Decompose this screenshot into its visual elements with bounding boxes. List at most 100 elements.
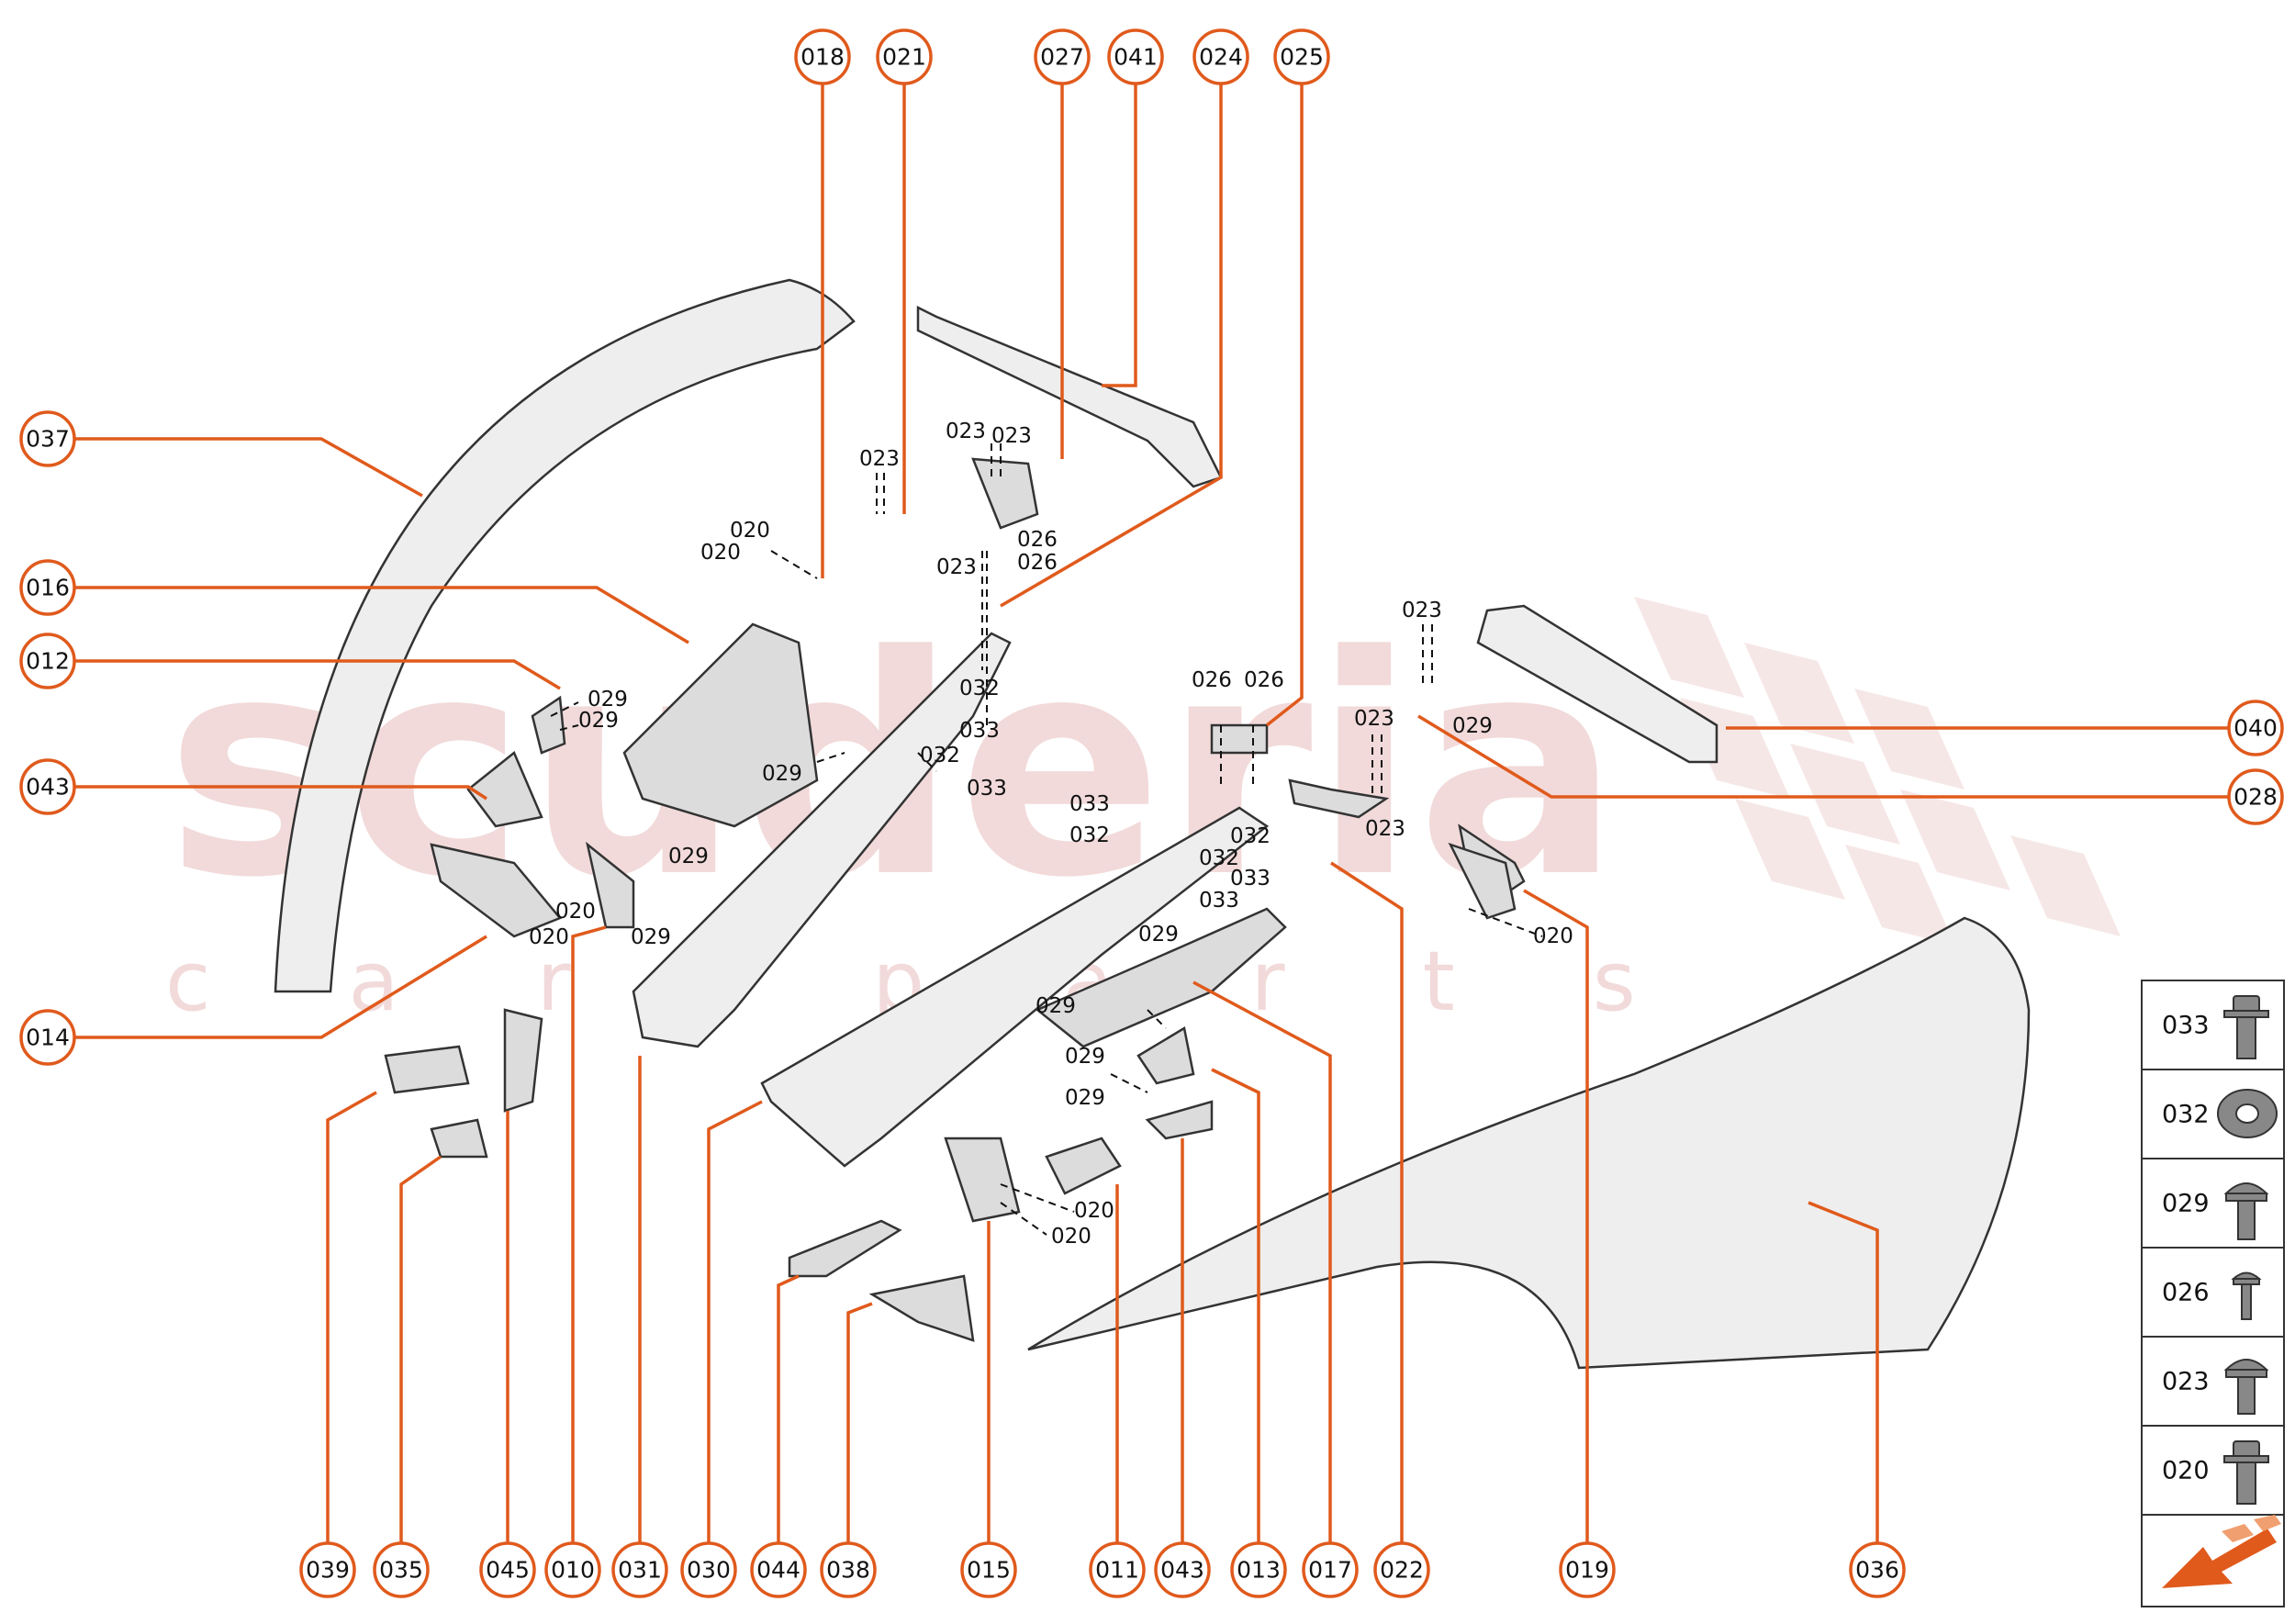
svg-text:028: 028 [2233, 784, 2278, 811]
callout-bottom-045[interactable]: 045 [479, 1541, 536, 1598]
svg-text:013: 013 [1237, 1557, 1281, 1584]
bracket-039-part [384, 1045, 470, 1094]
checkered-flag-watermark [1634, 597, 2121, 946]
sub-label: 033 [1069, 792, 1110, 816]
sub-label: 020 [1051, 1225, 1092, 1249]
lower-arm-part [1035, 907, 1287, 1048]
sub-label: 032 [959, 677, 1000, 700]
screw-icon [2223, 1359, 2269, 1415]
bracket-017-part [1136, 1026, 1195, 1085]
callout-bottom-036[interactable]: 036 [1849, 1541, 1906, 1598]
svg-text:024: 024 [1199, 44, 1243, 71]
orange-direction-arrow-icon[interactable] [2162, 1515, 2281, 1588]
callout-bottom-015[interactable]: 015 [960, 1541, 1017, 1598]
sub-label: 023 [1402, 599, 1442, 622]
sub-label: 023 [1354, 707, 1394, 731]
sub-label: 023 [946, 420, 986, 443]
small-bracket-a [971, 457, 1039, 530]
callout-left-016[interactable]: 016 [19, 559, 76, 616]
callout-bottom-019[interactable]: 019 [1559, 1541, 1616, 1598]
bracket-043-part [466, 750, 543, 828]
bracket-015-part [944, 1137, 1021, 1223]
callout-top-018[interactable]: 018 [794, 28, 851, 85]
callout-bottom-022[interactable]: 022 [1373, 1541, 1430, 1598]
legend-code: 023 [2162, 1368, 2210, 1396]
sub-label: 026 [1192, 668, 1232, 692]
svg-text:015: 015 [967, 1557, 1011, 1584]
svg-text:037: 037 [26, 426, 70, 453]
sub-label: 029 [1065, 1086, 1105, 1110]
sub-label: 020 [1533, 924, 1573, 948]
callout-bottom-038[interactable]: 038 [820, 1541, 877, 1598]
sub-label: 029 [1452, 714, 1493, 738]
sub-label: 023 [991, 424, 1032, 448]
center-rail-part [760, 806, 1270, 1168]
svg-text:025: 025 [1280, 44, 1324, 71]
callout-left-037[interactable]: 037 [19, 410, 76, 467]
callout-bottom-039[interactable]: 039 [299, 1541, 356, 1598]
sub-label: 020 [700, 541, 741, 565]
callout-bottom-044[interactable]: 044 [750, 1541, 807, 1598]
callout-bottom-011[interactable]: 011 [1089, 1541, 1146, 1598]
sub-label: 033 [1230, 867, 1271, 890]
callout-right-040[interactable]: 040 [2227, 700, 2284, 756]
callout-left-012[interactable]: 012 [19, 633, 76, 689]
callout-top-025[interactable]: 025 [1273, 28, 1330, 85]
bracket-011-part [1045, 1137, 1122, 1195]
sub-label: 029 [578, 709, 619, 733]
callout-bottom-030[interactable]: 030 [680, 1541, 737, 1598]
callout-bottom-013[interactable]: 013 [1230, 1541, 1287, 1598]
callout-right-028[interactable]: 028 [2227, 768, 2284, 825]
callout-left-043[interactable]: 043 [19, 758, 76, 815]
callout-bottom-031[interactable]: 031 [611, 1541, 668, 1598]
callout-top-024[interactable]: 024 [1192, 28, 1249, 85]
fastener-legend: 033 032 029 026 023 020 [2141, 980, 2285, 1607]
sub-label: 032 [1230, 824, 1271, 848]
sub-label: 033 [1199, 889, 1239, 913]
flange-bolt-icon [2223, 995, 2269, 1059]
svg-text:038: 038 [826, 1557, 870, 1584]
sub-label: 029 [588, 688, 628, 711]
sub-label: 026 [1017, 528, 1058, 552]
svg-text:040: 040 [2233, 715, 2278, 742]
svg-text:044: 044 [756, 1557, 800, 1584]
left-rail-part [632, 632, 1012, 1048]
sub-label: 026 [1017, 551, 1058, 575]
sub-label: 026 [1244, 668, 1284, 692]
svg-text:010: 010 [551, 1557, 595, 1584]
callout-left-014[interactable]: 014 [19, 1009, 76, 1066]
center-bracket-part [622, 622, 819, 828]
washer-icon [2217, 1089, 2278, 1138]
sub-label: 023 [936, 555, 977, 579]
sub-label: 020 [555, 900, 596, 924]
sub-label: 032 [920, 744, 960, 767]
legend-code: 032 [2162, 1101, 2210, 1129]
bracket-035-part [430, 1118, 488, 1159]
callout-bottom-035[interactable]: 035 [373, 1541, 430, 1598]
svg-text:012: 012 [26, 648, 70, 675]
upper-crossmember-part [916, 305, 1223, 488]
callout-top-021[interactable]: 021 [876, 28, 933, 85]
sub-label: 029 [668, 845, 709, 868]
svg-text:041: 041 [1114, 44, 1158, 71]
sub-label: 020 [730, 519, 770, 543]
sub-label: 020 [1074, 1199, 1114, 1223]
right-fender-part [1027, 916, 2031, 1370]
sub-label: 023 [859, 447, 900, 471]
callout-bottom-043[interactable]: 043 [1154, 1541, 1211, 1598]
callout-bottom-010[interactable]: 010 [544, 1541, 601, 1598]
callout-bottom-017[interactable]: 017 [1302, 1541, 1359, 1598]
callout-top-041[interactable]: 041 [1107, 28, 1164, 85]
fastener-labels: 023 023 023 023 020 020 026 026 032 033 … [529, 420, 1573, 1249]
svg-text:045: 045 [486, 1557, 530, 1584]
right-crossmember-part [1476, 604, 1718, 764]
sub-label: 029 [1138, 923, 1179, 946]
svg-text:016: 016 [26, 575, 70, 601]
svg-text:030: 030 [687, 1557, 731, 1584]
bracket-010-part [586, 841, 635, 929]
watermark: scuderia car parts [165, 591, 2121, 1030]
bracket-044-part [788, 1219, 902, 1278]
pan-head-screw-icon [2223, 1182, 2269, 1240]
callout-top-027[interactable]: 027 [1034, 28, 1091, 85]
sub-label: 033 [959, 719, 1000, 743]
